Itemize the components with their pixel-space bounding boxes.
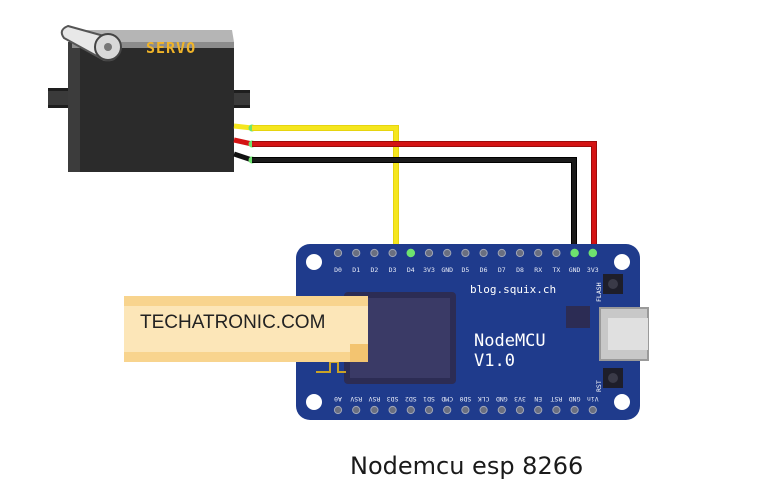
- bottom-pin-6: [443, 405, 452, 415]
- bottom-pin-label: SD0: [459, 395, 471, 403]
- bottom-pin-label: GND: [496, 395, 508, 403]
- watermark-top-strip: [124, 296, 368, 306]
- top-pin-1: [352, 248, 361, 258]
- connected-pin-ground: [570, 248, 579, 258]
- top-pin-2: [370, 248, 379, 258]
- bottom-pin-label: A0: [334, 395, 342, 403]
- top-pin-7: [461, 248, 470, 258]
- top-pin-label: D0: [334, 266, 342, 274]
- top-pin-label: D4: [407, 266, 415, 274]
- top-pin-5: [424, 248, 434, 258]
- top-pin-label: GND: [441, 266, 453, 274]
- bottom-pin-2: [370, 405, 379, 415]
- bottom-pin-0: [333, 405, 343, 415]
- top-pin-label: D3: [389, 266, 397, 274]
- servo-mount-tab-left-face: [48, 91, 70, 105]
- wires: [252, 125, 597, 252]
- bottom-pin-8: [479, 405, 488, 415]
- connected-pin-signal: [406, 248, 415, 258]
- watermark-bottom-strip: [124, 352, 368, 362]
- usb-port: [608, 318, 648, 350]
- bottom-pin-3: [388, 405, 397, 415]
- servo-label: SERVO: [146, 39, 196, 57]
- flash-label: FLASH: [595, 282, 603, 302]
- top-pin-label: D6: [480, 266, 488, 274]
- servo-body: [68, 42, 234, 172]
- wire-power: [252, 142, 596, 252]
- top-pin-label: D7: [498, 266, 506, 274]
- bottom-pin-label: GND: [569, 395, 581, 403]
- watermark-bg: [124, 296, 368, 362]
- top-pin-3: [388, 248, 397, 258]
- bottom-pin-label: SD3: [387, 395, 399, 403]
- top-pin-12: [552, 248, 561, 258]
- top-pin-label: 3V3: [423, 266, 435, 274]
- top-pin-label: 3V3: [587, 266, 599, 274]
- caption: Nodemcu esp 8266: [350, 452, 584, 480]
- bottom-pin-label: CMD: [441, 395, 453, 403]
- bottom-pin-label: SD2: [405, 395, 417, 403]
- servo-horn-screw: [104, 43, 112, 51]
- watermark-text: TECHATRONIC.COM: [140, 312, 326, 333]
- bottom-pin-12: [552, 405, 561, 415]
- board-hole-tl: [306, 254, 322, 270]
- watermark-fold: [350, 344, 368, 362]
- board-title-line1: NodeMCU: [474, 331, 546, 351]
- bottom-pin-7: [461, 405, 470, 415]
- servo-mount-tab-right-face: [230, 93, 250, 105]
- flash-button-cap: [608, 279, 618, 289]
- board-hole-tr: [614, 254, 630, 270]
- board-title-line2: V1.0: [474, 351, 515, 371]
- top-pin-label: RX: [534, 266, 542, 274]
- board-url: blog.squix.ch: [470, 283, 556, 296]
- bottom-pin-1: [352, 405, 361, 415]
- wire-ground: [252, 158, 576, 252]
- servo-motor: SERVO: [48, 24, 256, 172]
- bottom-pin-13: [570, 405, 579, 415]
- top-pin-10: [515, 248, 525, 258]
- wire-ground-outline: [252, 157, 577, 252]
- board-hole-bl: [306, 394, 322, 410]
- top-pin-11: [534, 248, 543, 258]
- bottom-pin-label: RSV: [368, 395, 380, 403]
- top-pin-label: D2: [370, 266, 378, 274]
- bottom-pin-9: [497, 405, 506, 415]
- top-pin-0: [333, 248, 343, 258]
- antenna-trace: [316, 361, 346, 373]
- bottom-pin-label: CLK: [478, 395, 490, 403]
- bottom-pin-5: [424, 405, 434, 415]
- bottom-pin-14: [588, 405, 597, 415]
- top-pin-label: D1: [352, 266, 360, 274]
- top-pin-9: [497, 248, 506, 258]
- top-pin-8: [479, 248, 488, 258]
- bottom-pin-label: EN: [534, 395, 542, 403]
- bottom-pin-4: [406, 405, 415, 415]
- rst-button-cap: [608, 373, 618, 383]
- top-pin-6: [443, 248, 452, 258]
- usb-chip: [566, 306, 590, 328]
- bottom-pin-label: SD1: [423, 395, 435, 403]
- bottom-pin-10: [515, 405, 525, 415]
- top-pin-label: D5: [461, 266, 469, 274]
- wire-signal: [252, 126, 398, 252]
- top-pin-label: D8: [516, 266, 524, 274]
- watermark-tag: [124, 296, 368, 362]
- top-pin-label: TX: [552, 266, 560, 274]
- connected-pin-power: [588, 248, 597, 258]
- top-pin-label: GND: [569, 266, 581, 274]
- rst-label: RST: [595, 380, 603, 392]
- bottom-pin-label: Vin: [587, 395, 599, 403]
- top-pin-header: D0 D1 D2 D3 D4 3V3 GND D5 D6 D7 D8 RX TX GND 3V3: [333, 248, 599, 274]
- bottom-pin-header: A0 RSV RSV SD3 SD2 SD1 CMD SD0 CLK GND 3V3 EN RST GND…: [333, 395, 599, 415]
- servo-body-edge: [68, 42, 80, 172]
- board-hole-br: [614, 394, 630, 410]
- bottom-pin-label: RSV: [350, 395, 362, 403]
- bottom-pin-label: RST: [550, 395, 562, 403]
- bottom-pin-11: [534, 405, 543, 415]
- bottom-pin-label: 3V3: [514, 395, 526, 403]
